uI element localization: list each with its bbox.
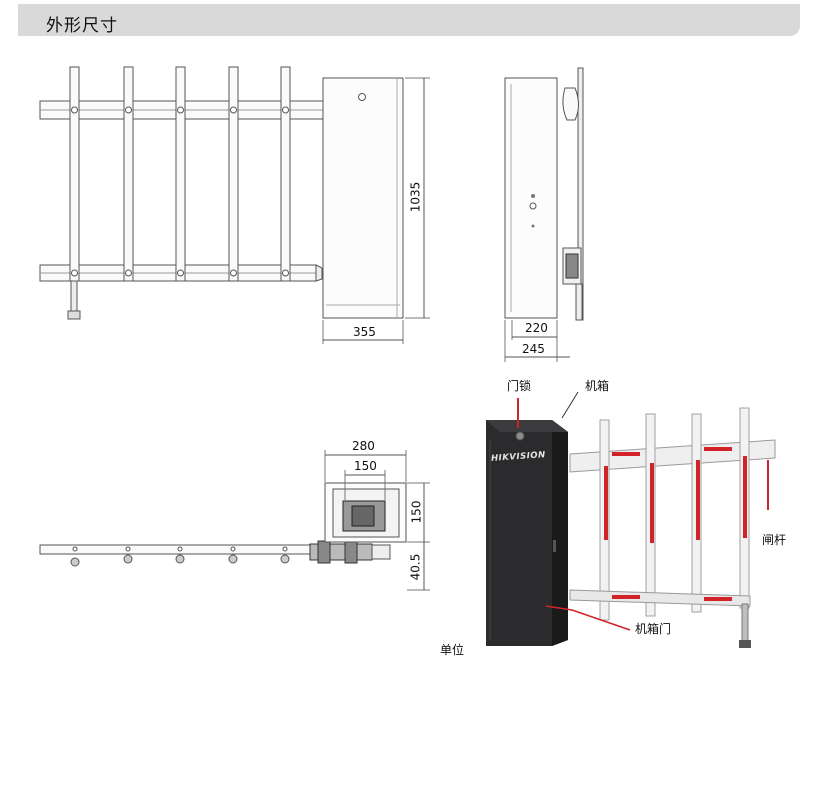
- callout-cabinet-door: 机箱门: [635, 622, 672, 636]
- gate-arm-render: [569, 407, 776, 648]
- section-header: 外形尺寸: [18, 4, 800, 36]
- dim-front-width: 355: [353, 325, 376, 339]
- front-view: [39, 66, 430, 344]
- dim-top-offset: 40.5: [408, 553, 423, 581]
- top-view: [39, 450, 430, 591]
- product-render: [486, 391, 776, 648]
- unit-label: 单位: [440, 643, 465, 657]
- callout-cabinet: 机箱: [585, 379, 610, 393]
- dim-side-inner: 220: [525, 321, 548, 335]
- callout-gate-arm: 闸杆: [762, 533, 787, 547]
- side-view: [504, 67, 584, 362]
- dim-top-width: 280: [352, 439, 375, 453]
- callout-door-lock: 门锁: [507, 379, 532, 393]
- dim-height: 1035: [408, 181, 423, 213]
- dim-top-inner: 150: [354, 459, 377, 473]
- section-title: 外形尺寸: [46, 16, 118, 36]
- dim-top-depth: 150: [409, 500, 424, 524]
- dim-side-outer: 245: [522, 342, 545, 356]
